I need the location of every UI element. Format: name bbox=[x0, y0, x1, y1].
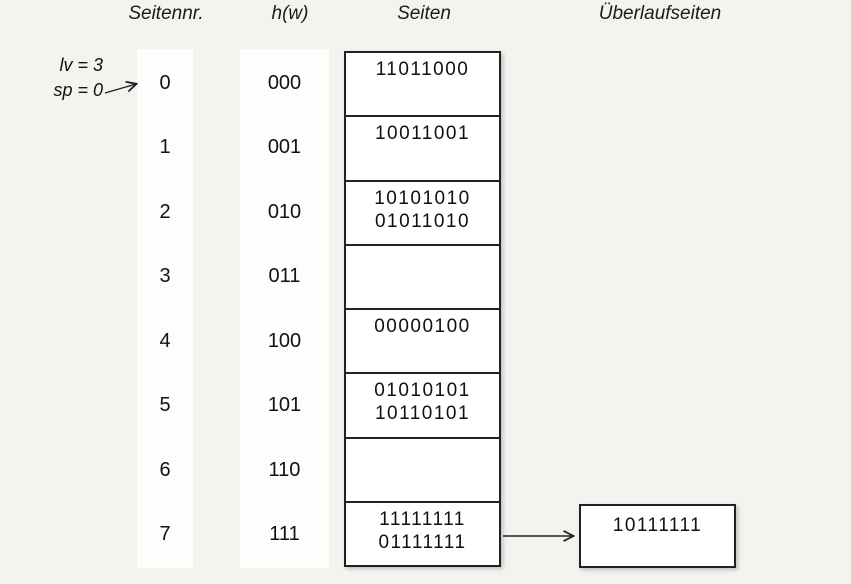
header-hash-function: h(w) bbox=[271, 3, 309, 24]
page-number-label: 1 bbox=[159, 136, 171, 159]
bucket-entry: 10101010 bbox=[374, 187, 471, 209]
split-pointer-arrow bbox=[104, 84, 136, 94]
page-number-label: 7 bbox=[159, 523, 171, 546]
header-pages: Seiten bbox=[397, 3, 451, 24]
state-annotation: lv = 3 sp = 0 bbox=[37, 53, 103, 103]
overflow-page-box: 10111111 bbox=[579, 504, 736, 568]
pages-table: 11011000 10011001 10101010 01011010 0000… bbox=[344, 51, 501, 567]
bucket-5: 01010101 10110101 bbox=[346, 374, 499, 439]
bucket-entry: 11111111 bbox=[379, 508, 466, 530]
hash-value-label: 000 bbox=[267, 71, 302, 94]
page-number-label: 5 bbox=[159, 394, 171, 417]
hash-value-label: 111 bbox=[269, 523, 300, 546]
hash-value-label: 001 bbox=[267, 136, 302, 159]
bucket-entry: 00000100 bbox=[374, 316, 471, 337]
page-number-column: 0 1 2 3 4 5 6 7 bbox=[137, 51, 193, 567]
hash-value-label: 100 bbox=[267, 329, 302, 352]
bucket-0: 11011000 bbox=[346, 53, 499, 118]
page-number-label: 3 bbox=[159, 265, 171, 288]
bucket-entry: 01010101 bbox=[374, 380, 471, 402]
split-pointer-value: sp = 0 bbox=[53, 80, 103, 100]
page-number-label: 0 bbox=[159, 71, 171, 94]
bucket-6 bbox=[346, 439, 499, 503]
hash-value-column: 000 001 010 011 100 101 110 111 bbox=[240, 51, 329, 567]
bucket-3 bbox=[346, 246, 499, 310]
header-page-number: Seitennr. bbox=[128, 3, 204, 24]
hash-column-strip bbox=[240, 49, 329, 568]
hash-value-label: 110 bbox=[268, 458, 301, 481]
bucket-entry: 01011010 bbox=[374, 210, 471, 232]
hash-value-label: 010 bbox=[267, 200, 302, 223]
bucket-entry: 11011000 bbox=[375, 59, 470, 80]
page-number-column-strip bbox=[137, 49, 193, 568]
bucket-2: 10101010 01011010 bbox=[346, 182, 499, 246]
header-overflow-pages: Überlaufseiten bbox=[598, 3, 722, 24]
hash-value-label: 011 bbox=[268, 265, 301, 288]
bucket-entry: 10011001 bbox=[374, 123, 471, 145]
level-value: lv = 3 bbox=[59, 55, 103, 75]
bucket-1: 10011001 bbox=[346, 117, 499, 182]
bucket-7: 11111111 01111111 bbox=[346, 503, 499, 565]
page-number-label: 2 bbox=[159, 200, 171, 223]
bucket-entry: 10110101 bbox=[374, 403, 471, 425]
bucket-entry: 01111111 bbox=[378, 531, 467, 553]
bucket-4: 00000100 bbox=[346, 310, 499, 375]
page-number-label: 6 bbox=[159, 458, 171, 481]
page-number-label: 4 bbox=[159, 329, 171, 352]
hash-value-label: 101 bbox=[267, 394, 302, 417]
overflow-entry: 10111111 bbox=[612, 515, 703, 536]
